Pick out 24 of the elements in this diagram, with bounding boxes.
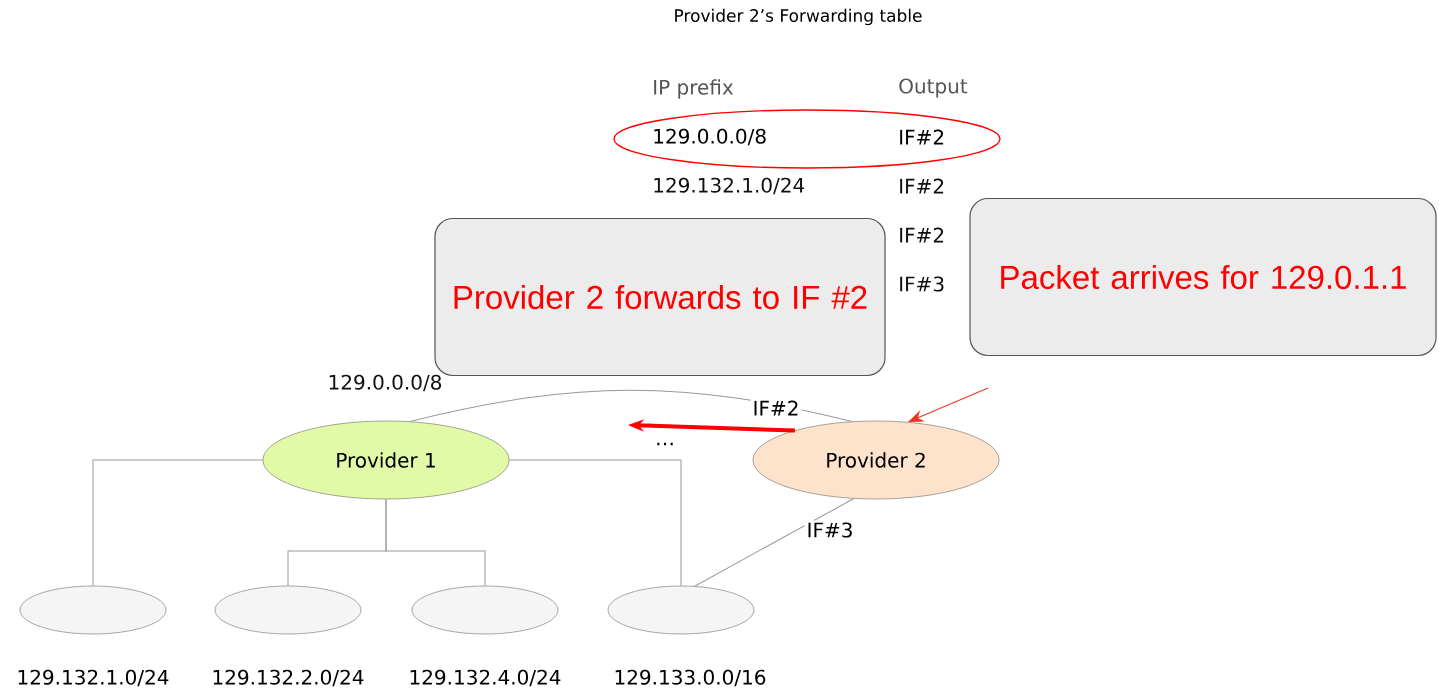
table-cell: 129.132.1.0/24 <box>654 177 805 195</box>
prefix-label: 129.133.0.0/16 <box>615 669 766 687</box>
prefix-label: 129.132.2.0/24 <box>213 669 364 687</box>
connector-line <box>508 459 682 587</box>
callout-box: Packet arrives for 129.0.1.1 <box>969 197 1437 357</box>
connector-line <box>385 498 486 587</box>
network-ellipse <box>214 585 362 635</box>
table-cell: IF#3 <box>900 276 944 292</box>
network-ellipse <box>19 585 167 635</box>
table-cell: IF#2 <box>900 227 944 243</box>
edge-label: IF#2 <box>750 398 802 418</box>
table-title: Provider 2’s Forwarding table <box>675 8 922 26</box>
connector-line <box>92 459 264 587</box>
network-ellipse <box>411 585 559 635</box>
arrow <box>908 387 989 423</box>
edge-label: … <box>653 440 677 448</box>
connector-line <box>409 389 853 423</box>
network-ellipse <box>607 585 755 635</box>
prefix-label: 129.132.1.0/24 <box>18 669 169 687</box>
edge-label: IF#3 <box>804 520 856 540</box>
table-cell: IF#2 <box>900 178 944 194</box>
prefix-label: 129.0.0.0/8 <box>329 374 442 392</box>
prefix-label: 129.132.4.0/24 <box>410 669 561 687</box>
connector-line <box>694 498 855 587</box>
